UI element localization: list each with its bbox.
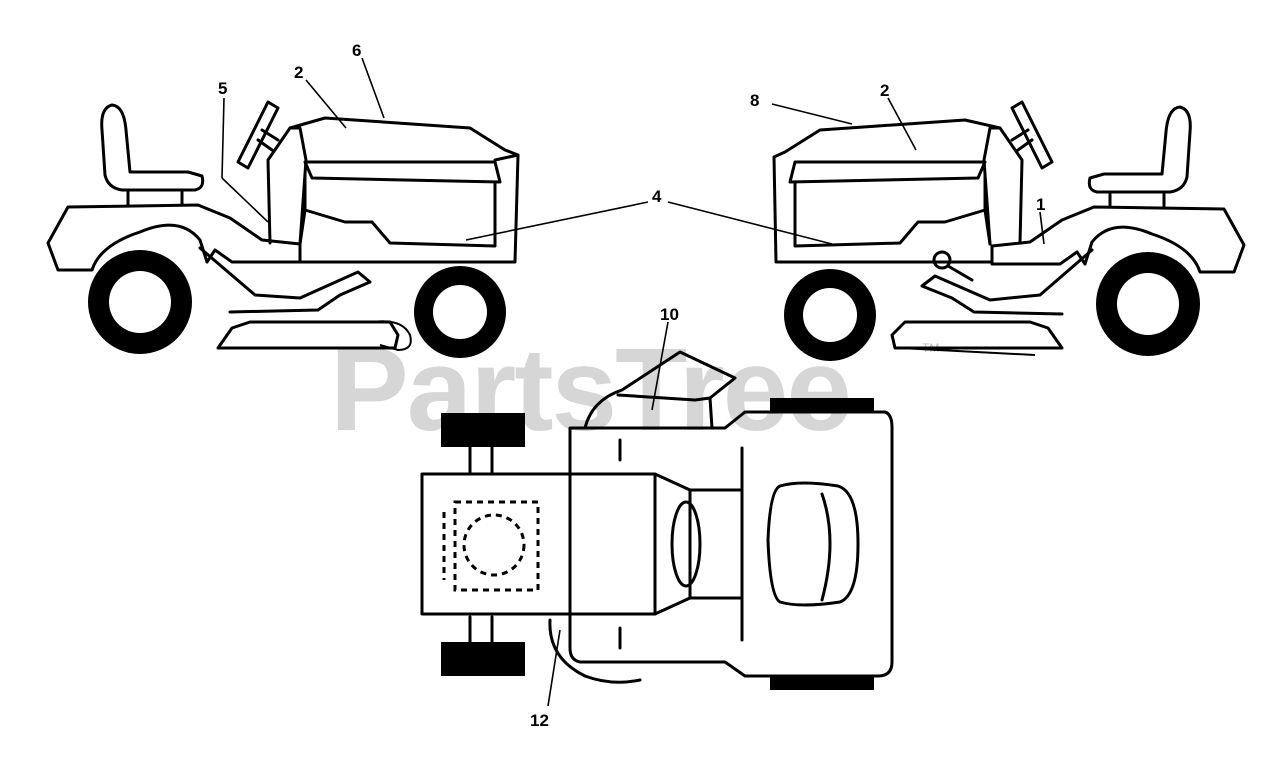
callout-2-right: 2: [880, 81, 889, 100]
callout-5: 5: [218, 79, 227, 98]
tractor-top-view: [420, 350, 894, 690]
callout-labels: 5 2 6 4 8 2 1 10 12: [218, 41, 1045, 730]
callout-10: 10: [660, 305, 679, 324]
tractor-right-side-view: [772, 100, 1246, 361]
callout-12: 12: [530, 711, 549, 730]
watermark-text: PartsTree: [330, 324, 850, 456]
callout-leaders: [221, 57, 1045, 707]
callout-1: 1: [1036, 195, 1045, 214]
watermark: PartsTree TM: [330, 324, 939, 456]
callout-6: 6: [352, 41, 361, 60]
callout-2-left: 2: [294, 63, 303, 82]
tractor-left-side-view: [46, 100, 520, 358]
callout-4: 4: [652, 187, 662, 206]
callout-8: 8: [750, 91, 759, 110]
